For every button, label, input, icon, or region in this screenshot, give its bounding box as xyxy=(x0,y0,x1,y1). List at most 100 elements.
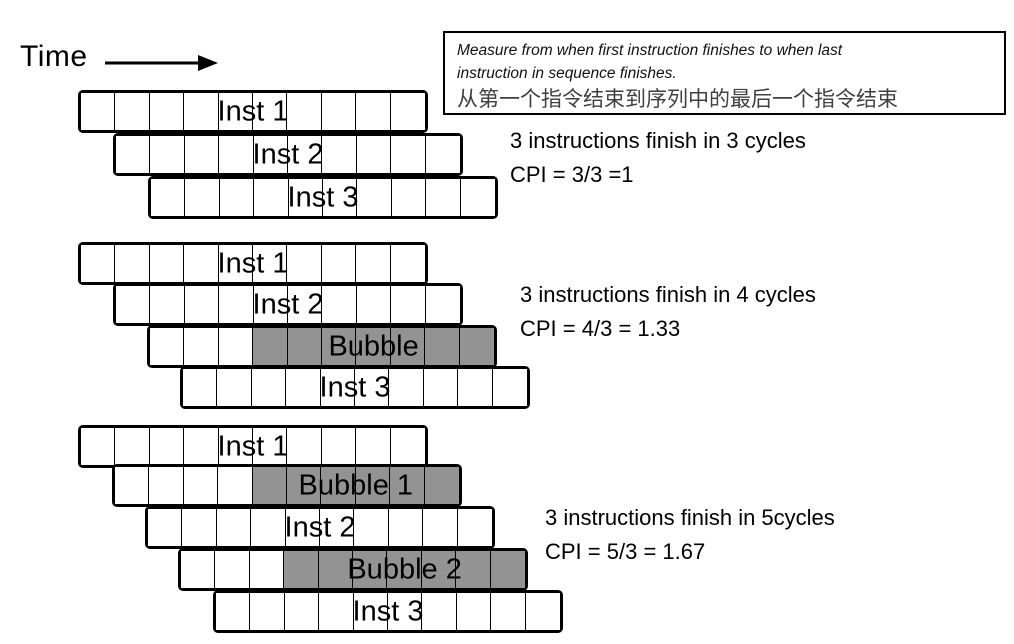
pipeline-stage-cell xyxy=(322,328,357,365)
pipeline-stage-cell xyxy=(81,93,116,130)
pipeline-stage-cell xyxy=(219,286,254,323)
pipeline-stage-cell xyxy=(390,245,425,282)
pipeline-stage-cell xyxy=(288,136,323,173)
pipeline-stage-cell xyxy=(491,593,526,630)
bar-label: Inst 1 xyxy=(217,247,289,279)
pipeline-stage-cell xyxy=(253,136,288,173)
note-chinese-line: 从第一个指令结束到序列中的最后一个指令结束 xyxy=(457,88,898,111)
pipeline-stage-cell xyxy=(490,551,525,588)
pipeline-stage-cell xyxy=(356,286,392,323)
pipeline-stage-cell xyxy=(356,245,391,282)
pipeline-stage-cell xyxy=(357,179,392,216)
pipeline-stage-cell xyxy=(150,328,185,365)
pipeline-stage-cell xyxy=(149,245,185,282)
pipeline-stage-cell xyxy=(423,369,459,406)
pipeline-stage-cell xyxy=(356,428,391,465)
pipeline-stage-cell xyxy=(287,245,322,282)
stage-cell-grid xyxy=(116,136,460,173)
stage-cell-grid xyxy=(183,369,527,406)
pipeline-stage-cell xyxy=(422,593,457,630)
pipeline-stage-cell xyxy=(150,286,185,323)
pipeline-stage-cell xyxy=(182,509,217,546)
stage-cell-grid xyxy=(148,509,492,546)
bar-two-bubbles-bubble-2: Bubble 2 xyxy=(178,548,528,591)
pipeline-stage-cell xyxy=(216,593,251,630)
caption-cycles-line: 3 instructions finish in 4 cycles xyxy=(520,282,816,307)
pipeline-stage-cell xyxy=(218,467,253,504)
pipeline-stage-cell xyxy=(253,245,288,282)
pipeline-stage-cell xyxy=(149,467,184,504)
pipeline-stage-cell xyxy=(184,286,220,323)
pipeline-stage-cell xyxy=(458,369,493,406)
bar-two-bubbles-inst-2: Inst 2 xyxy=(145,506,495,549)
pipeline-stage-cell xyxy=(320,369,355,406)
bar-one-bubble-bubble: Bubble xyxy=(147,325,497,368)
pipeline-stage-cell xyxy=(251,369,287,406)
pipeline-stage-cell xyxy=(185,179,220,216)
pipeline-stage-cell xyxy=(287,328,322,365)
bar-no-stall-inst-3: Inst 3 xyxy=(148,176,498,219)
pipeline-stage-cell xyxy=(460,179,495,216)
pipeline-stage-cell xyxy=(184,93,219,130)
pipeline-stage-cell xyxy=(391,136,426,173)
bar-one-bubble-inst-2: Inst 2 xyxy=(113,283,463,326)
pipeline-stage-cell xyxy=(355,369,390,406)
bar-label: Inst 1 xyxy=(217,95,289,127)
pipeline-stage-cell xyxy=(321,467,356,504)
pipeline-stage-cell xyxy=(253,428,288,465)
pipeline-stage-cell xyxy=(252,467,287,504)
pipeline-stage-cell xyxy=(285,509,320,546)
pipeline-stage-cell xyxy=(249,551,285,588)
pipeline-stage-cell xyxy=(424,467,459,504)
pipeline-stage-cell xyxy=(321,428,357,465)
bar-label: Inst 3 xyxy=(319,371,391,403)
stage-cell-grid xyxy=(115,467,459,504)
pipeline-stage-cell xyxy=(250,593,285,630)
pipeline-stage-cell xyxy=(323,179,358,216)
pipeline-stage-cell xyxy=(184,136,220,173)
stage-cell-grid xyxy=(151,179,495,216)
stage-cell-grid xyxy=(150,328,494,365)
stage-cell-grid xyxy=(116,286,460,323)
pipeline-stage-cell xyxy=(355,467,391,504)
pipeline-stage-cell xyxy=(390,93,425,130)
bar-label: Inst 2 xyxy=(252,138,324,170)
pipeline-stage-cell xyxy=(148,509,183,546)
pipeline-stage-cell xyxy=(215,551,250,588)
pipeline-stage-cell xyxy=(219,179,255,216)
note-box: Measure from when first instruction fini… xyxy=(443,31,1006,115)
pipeline-stage-cell xyxy=(217,369,252,406)
pipeline-stage-cell xyxy=(423,509,458,546)
stage-cell-grid xyxy=(81,245,425,282)
stage-cell-grid xyxy=(181,551,525,588)
bar-label: Bubble 1 xyxy=(298,469,414,501)
pipeline-stage-cell xyxy=(284,593,320,630)
pipeline-stage-cell xyxy=(288,179,323,216)
pipeline-stage-cell xyxy=(391,286,426,323)
pipeline-stage-cell xyxy=(253,93,288,130)
bar-label: Bubble 2 xyxy=(347,553,462,585)
pipeline-stage-cell xyxy=(149,428,185,465)
pipeline-stage-cell xyxy=(459,328,494,365)
pipeline-stage-cell xyxy=(150,136,185,173)
pipeline-stage-cell xyxy=(322,286,357,323)
pipeline-stage-cell xyxy=(391,179,427,216)
pipeline-stage-cell xyxy=(353,551,388,588)
pipeline-stage-cell xyxy=(492,369,527,406)
pipeline-stage-cell xyxy=(525,593,560,630)
pipeline-stage-cell xyxy=(389,369,424,406)
pipeline-stage-cell xyxy=(115,467,150,504)
pipeline-stage-cell xyxy=(184,428,219,465)
bar-label: Inst 2 xyxy=(252,288,324,320)
pipeline-stage-cell xyxy=(254,179,289,216)
pipeline-stage-cell xyxy=(81,245,116,282)
pipeline-stage-cell xyxy=(388,509,424,546)
pipeline-stage-cell xyxy=(184,245,219,282)
pipeline-stage-cell xyxy=(218,428,253,465)
caption-group-3: 3 instructions finish in 5cycles CPI = 5… xyxy=(545,501,835,569)
time-axis-label: Time xyxy=(20,40,88,73)
pipeline-stage-cell xyxy=(321,245,357,282)
pipeline-stage-cell xyxy=(390,428,425,465)
note-english-line1: Measure from when first instruction fini… xyxy=(457,42,843,59)
